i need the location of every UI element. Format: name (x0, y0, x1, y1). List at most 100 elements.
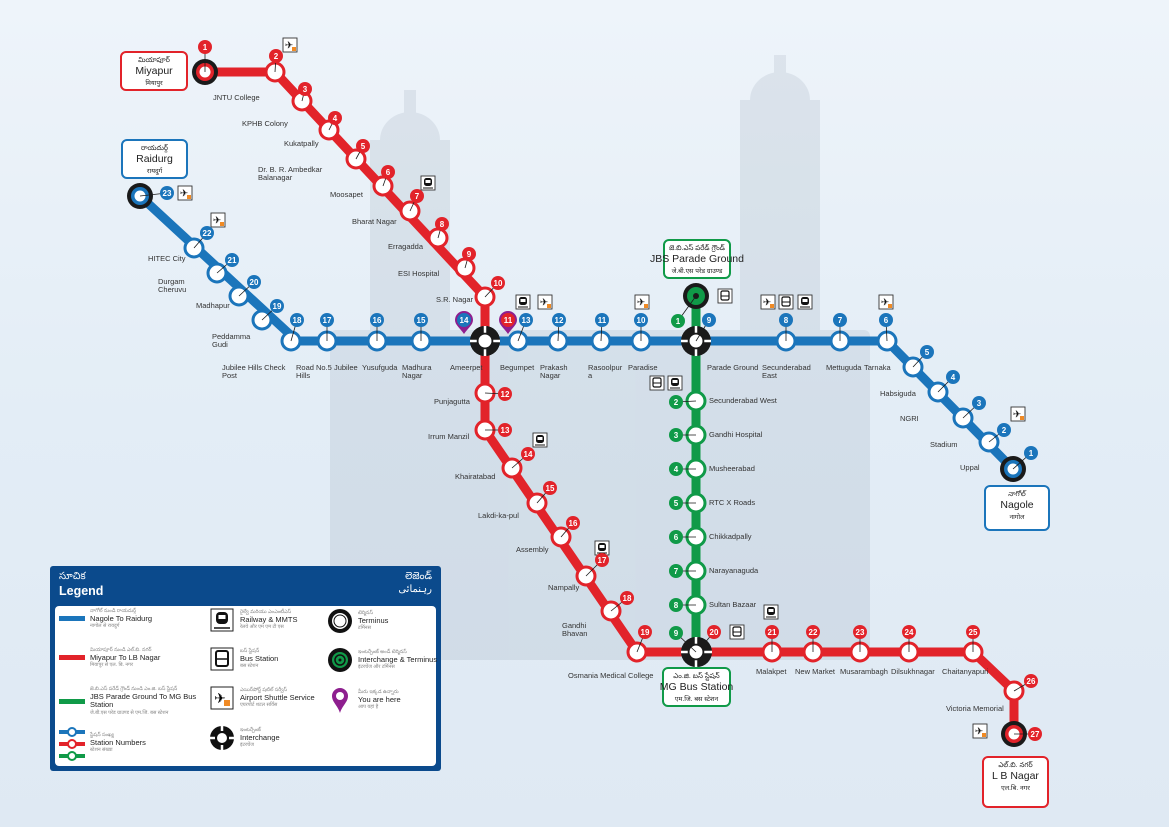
red-station-17[interactable]: 17 (575, 553, 609, 587)
red-station-8[interactable]: 8 (427, 217, 449, 249)
blue-station-23[interactable]: 23 (127, 183, 174, 209)
red-station-2[interactable]: 2 (264, 49, 286, 83)
red-station-10[interactable]: 10 (474, 276, 505, 308)
station-number-badge (370, 313, 384, 327)
green-station-7[interactable]: 7 (669, 560, 707, 582)
station-number: 24 (905, 628, 914, 637)
station-number-badge (806, 625, 820, 639)
red-station-4[interactable]: 4 (318, 111, 342, 141)
red-station-18[interactable]: 18 (600, 591, 634, 622)
station-number: 13 (522, 316, 531, 325)
legend-item-label: Miyapur To LB Nagar (90, 652, 161, 662)
station-number: 6 (884, 316, 889, 325)
blue-station-7[interactable]: 7 (829, 313, 851, 352)
green-station-1[interactable]: 1 (671, 283, 709, 328)
blue-station-6[interactable]: 6 (876, 313, 898, 352)
red-station-21[interactable]: 21 (761, 625, 783, 663)
station-number-badge (669, 626, 683, 640)
station-number-badge (247, 275, 261, 289)
green-station-2[interactable]: 2 (669, 390, 707, 412)
blue-station-3[interactable]: 3 (952, 396, 986, 429)
red-station-9[interactable]: 9 (454, 247, 476, 279)
red-station-22[interactable]: 22 (802, 625, 824, 663)
terminus-hindi: नागोल (1009, 513, 1025, 521)
station-number: 14 (524, 450, 533, 459)
station-number-badge (225, 253, 239, 267)
blue-station-9[interactable]: 9 (681, 313, 716, 356)
blue-station-18[interactable]: 18 (280, 313, 304, 352)
blue-station-19[interactable]: 19 (251, 299, 284, 331)
red-station-19[interactable]: 19 (626, 625, 652, 663)
red-station-5[interactable]: 5 (345, 139, 370, 170)
station-number-badge (269, 49, 283, 63)
blue-station-22[interactable]: 22 (183, 226, 214, 259)
airport-shuttle-icon: ✈ (1010, 406, 1026, 422)
station-number-badge (457, 313, 471, 327)
blue-station-17[interactable]: 17 (316, 313, 338, 352)
red-station-16[interactable]: 16 (550, 516, 580, 548)
red-station-12[interactable]: 12 (474, 382, 512, 404)
station-number-badge (779, 313, 793, 327)
blue-station-5[interactable]: 5 (902, 345, 934, 378)
station-number: 19 (273, 302, 282, 311)
red-station-1[interactable]: 1 (192, 40, 218, 85)
legend-item-hindi: इंटरचेंज और टर्मिनस (358, 664, 395, 671)
blue-station-10[interactable]: 10 (630, 313, 652, 352)
blue-station-13[interactable]: 13 (507, 313, 533, 352)
green-station-5[interactable]: 5 (669, 492, 707, 514)
airport-shuttle-icon: ✈ (760, 294, 776, 310)
legend-item-label: Bus Station (240, 653, 279, 663)
station-number-badge (669, 530, 683, 544)
station-circle (501, 457, 523, 479)
legend-item-telugu: టెర్మినస్ (358, 610, 373, 617)
legend-item-label: Railway & MMTS (240, 614, 298, 624)
station-number-badge (595, 313, 609, 327)
station-number-badge (902, 625, 916, 639)
red-station-26[interactable]: 26 (1003, 674, 1038, 702)
red-station-13[interactable]: 13 (474, 419, 512, 441)
station-number-badge (498, 423, 512, 437)
station-number: 5 (674, 499, 679, 508)
red-station-7[interactable]: 7 (399, 189, 424, 222)
legend-item-label: Nagole To Raidurg (90, 613, 152, 623)
station-number: 2 (1002, 426, 1007, 435)
red-station-3[interactable]: 3 (291, 82, 313, 112)
green-station-4[interactable]: 4 (669, 458, 707, 480)
station-number: 14 (460, 316, 469, 325)
red-station-25[interactable]: 25 (962, 625, 984, 663)
legend-title-urdu: رہنمائی (398, 584, 432, 595)
blue-station-16[interactable]: 16 (366, 313, 388, 352)
terminus-telugu: నాగోల్ (1008, 490, 1027, 498)
blue-station-12[interactable]: 12 (547, 313, 569, 352)
terminus-english: Raidurg (136, 153, 173, 165)
red-station-23[interactable]: 23 (849, 625, 871, 663)
station-number-badge (853, 625, 867, 639)
legend-item-telugu: నాగోల్ నుండి రాయదుర్గ్ (90, 608, 137, 614)
blue-station-1[interactable]: 1 (1000, 446, 1038, 482)
blue-station-21[interactable]: 21 (206, 253, 239, 284)
blue-station-4[interactable]: 4 (927, 370, 960, 403)
station-number: 12 (501, 390, 510, 399)
station-number-badge (671, 314, 685, 328)
red-station-15[interactable]: 15 (526, 481, 557, 514)
red-station-14[interactable]: 14 (501, 447, 535, 479)
green-station-6[interactable]: 6 (669, 526, 707, 548)
green-station-9[interactable]: 9 (669, 626, 711, 667)
red-station-6[interactable]: 6 (372, 165, 395, 197)
station-number-badge (381, 165, 395, 179)
blue-station-20[interactable]: 20 (228, 275, 261, 307)
legend-item-hindi: टर्मिनस (358, 625, 371, 632)
blue-station-2[interactable]: 2 (978, 423, 1011, 453)
blue-station-15[interactable]: 15 (410, 313, 432, 352)
station-number-badge (414, 313, 428, 327)
green-station-8[interactable]: 8 (669, 594, 707, 616)
red-station-27[interactable]: 27 (1001, 721, 1042, 747)
blue-station-8[interactable]: 8 (775, 313, 797, 352)
green-station-3[interactable]: 3 (669, 424, 707, 446)
blue-station-14[interactable]: 14 (455, 311, 500, 356)
red-station-24[interactable]: 24 (898, 625, 920, 663)
airport-shuttle-icon: ✈ (282, 37, 298, 53)
train-icon (420, 175, 436, 191)
blue-station-11[interactable]: 11 (590, 313, 612, 352)
